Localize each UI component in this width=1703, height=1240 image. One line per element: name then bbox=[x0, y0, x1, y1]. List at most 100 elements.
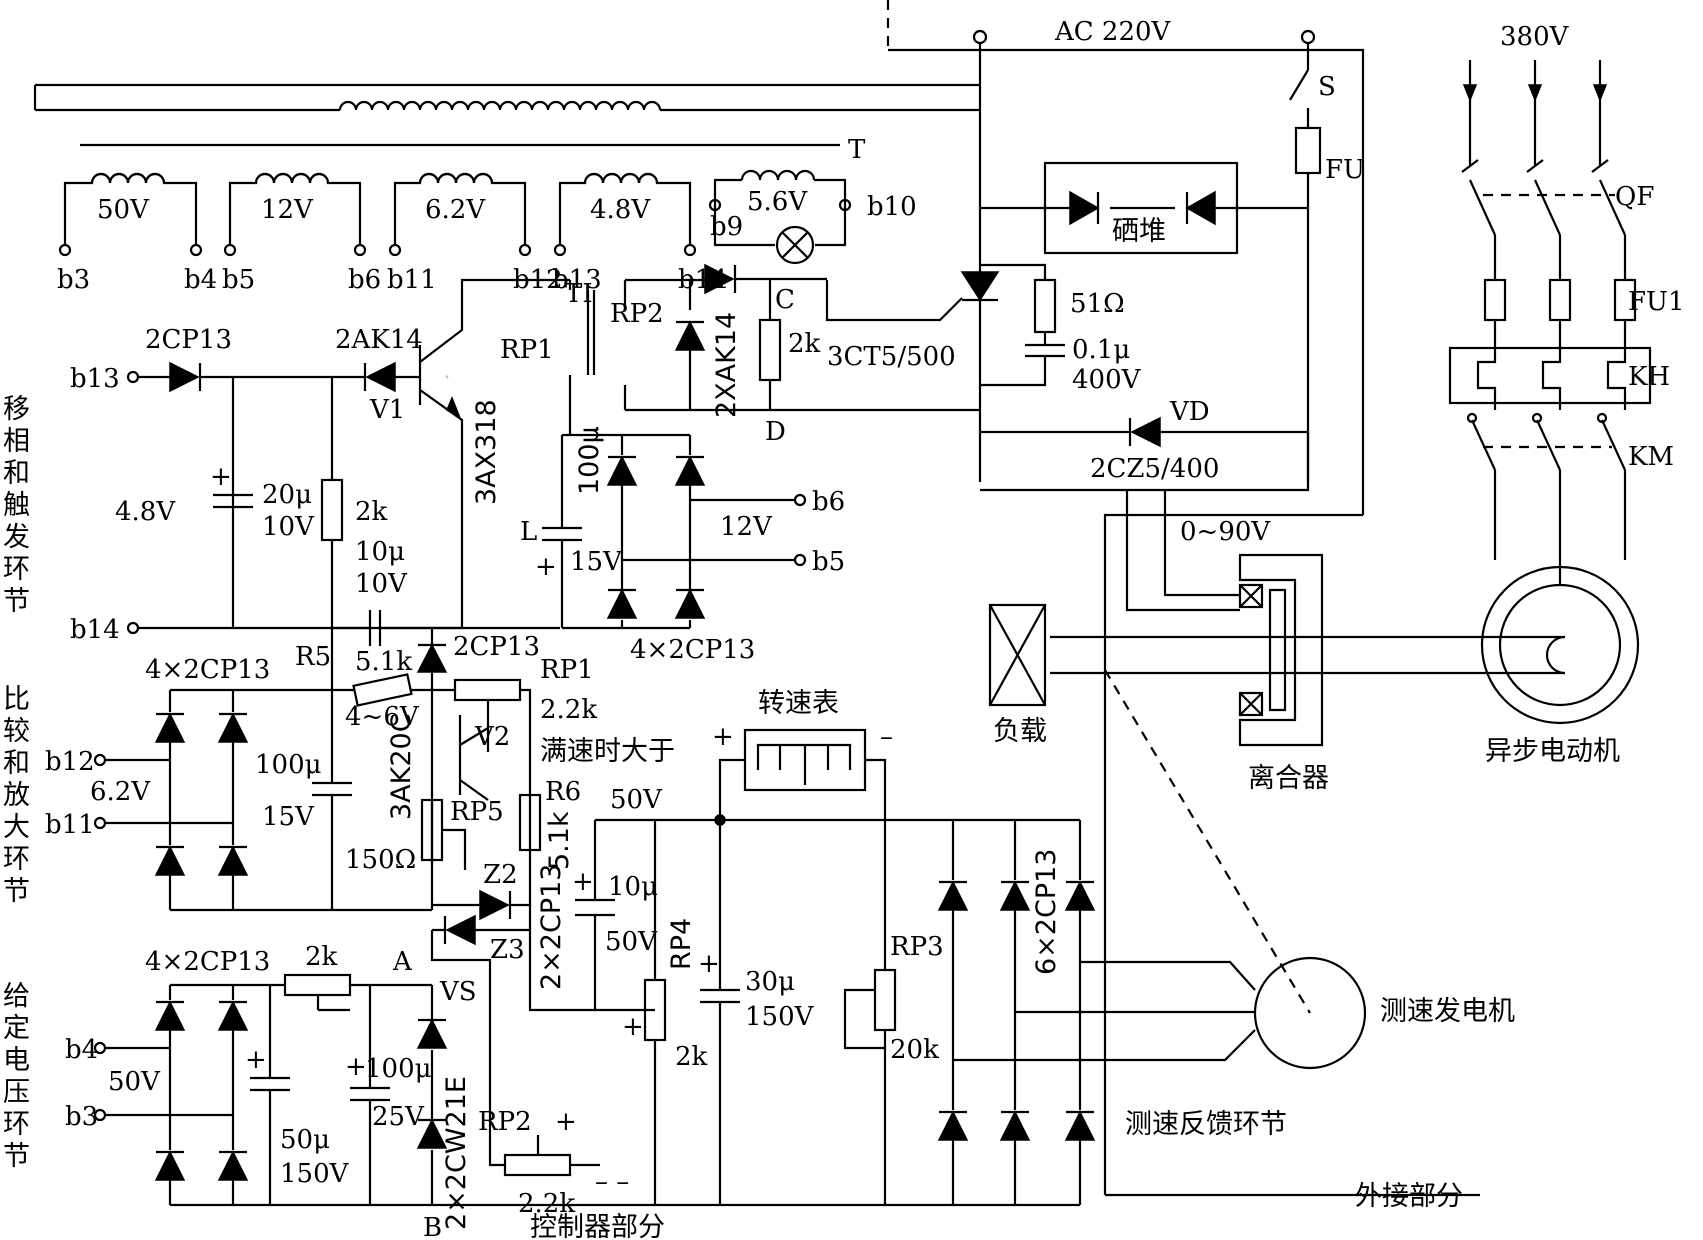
section-label-char: 移 bbox=[3, 394, 30, 425]
snubber-cap-voltage: 400V bbox=[1072, 365, 1142, 395]
r5-voltage: 4~6V bbox=[345, 702, 420, 732]
vd-label: VD bbox=[1169, 397, 1210, 427]
section-label-char: 放 bbox=[3, 780, 30, 811]
terminal-b11: b11 bbox=[45, 810, 95, 840]
cmp-d-label: 2CP13 bbox=[453, 632, 540, 662]
section-label-char: 压 bbox=[3, 1077, 30, 1108]
cmp-c100: 100μ bbox=[255, 750, 322, 780]
meter-plus: + bbox=[712, 722, 734, 752]
cmp-bridge-label: 4×2CP13 bbox=[145, 655, 270, 685]
comparison-amplifier: 4×2CP13 b12 b11 6.2V 100μ 15V R5 5.1k 4~… bbox=[45, 628, 675, 1012]
section-label-char: 电 bbox=[3, 1045, 30, 1076]
full-speed-volt: 50V bbox=[610, 785, 663, 815]
c20-voltage: 10V bbox=[262, 512, 315, 542]
terminal-b14: b14 bbox=[70, 615, 120, 645]
set-v50: 50V bbox=[108, 1067, 161, 1097]
meter-minus: – bbox=[880, 722, 893, 752]
c50-plus: + bbox=[245, 1045, 267, 1075]
section-label-char: 和 bbox=[3, 748, 30, 779]
winding-voltage: 12V bbox=[261, 195, 314, 225]
terminal-label: b5 bbox=[222, 265, 255, 295]
r6-label: R6 bbox=[545, 777, 581, 807]
section-label-char: 和 bbox=[3, 458, 30, 489]
terminal-label: b11 bbox=[387, 265, 437, 295]
section-label-char: 给 bbox=[3, 981, 30, 1012]
c100-voltage: 15V bbox=[570, 547, 623, 577]
v2-label: V2 bbox=[474, 722, 510, 752]
rp2-trig: RP2 bbox=[610, 299, 664, 329]
section-label-char: 节 bbox=[3, 586, 30, 617]
km-label: KM bbox=[1628, 442, 1674, 472]
load-label: 负载 bbox=[993, 716, 1047, 747]
set-r2k: 2k bbox=[305, 942, 338, 972]
fb-loop-label: 测速反馈环节 bbox=[1125, 1109, 1287, 1140]
clutch-label: 离合器 bbox=[1248, 763, 1329, 794]
ti-label: TI bbox=[565, 279, 593, 309]
fb-c30: 30μ bbox=[745, 967, 795, 997]
power-transformer: T bbox=[33, 83, 980, 165]
selenium-stack-label: 硒堆 bbox=[1112, 216, 1166, 247]
snubber-cap: 0.1μ bbox=[1072, 335, 1130, 365]
r2k-label: 2k bbox=[355, 497, 388, 527]
thyristor-type: 3CT5/500 bbox=[827, 342, 956, 372]
c100-trig: 100μ bbox=[574, 426, 605, 495]
c50-label: 50μ bbox=[280, 1125, 330, 1155]
c10-plus: + bbox=[572, 867, 594, 897]
d-in-label: 2CP13 bbox=[145, 325, 232, 355]
terminal-b3: b3 bbox=[65, 1102, 98, 1132]
rp1-cmp-value: 2.2k bbox=[540, 695, 597, 725]
terminal-b5: b5 bbox=[812, 547, 845, 577]
terminal-label: b9 bbox=[710, 212, 743, 242]
secondary-winding: 50V b3 b4 bbox=[57, 172, 217, 295]
trigger-section: b13 2CP13 2AK14 V1 3AX318 + 20μ 10V 4.8V… bbox=[70, 263, 980, 665]
ac-supply: AC 220V S FU bbox=[886, 0, 1365, 515]
r6-value: 5.1k bbox=[544, 811, 575, 870]
terminal-label: b4 bbox=[184, 265, 217, 295]
z-type: 2×2CP13 bbox=[536, 864, 567, 990]
rp5-label: RP5 bbox=[450, 797, 504, 827]
motor-section: 380V QF FU1 KH KM 异步电动机 离合器 bbox=[988, 22, 1685, 1212]
section-label-char: 节 bbox=[3, 1141, 30, 1172]
section-label-char: 环 bbox=[3, 844, 30, 875]
ac-label: AC 220V bbox=[1054, 17, 1172, 47]
minus-signs: – – bbox=[595, 1167, 629, 1197]
fb-c30v: 150V bbox=[745, 1002, 815, 1032]
r5-value: 5.1k bbox=[355, 647, 412, 677]
terminal-label: b3 bbox=[57, 265, 90, 295]
full-speed-note: 满速时大于 bbox=[540, 736, 675, 767]
transformer-label: T bbox=[848, 135, 866, 165]
snubber-resistor: 51Ω bbox=[1070, 289, 1125, 319]
d-v1-label: 2AK14 bbox=[335, 325, 423, 355]
z2-label: Z2 bbox=[483, 860, 518, 890]
fu1-label: FU1 bbox=[1628, 287, 1685, 317]
rp3-value: 20k bbox=[890, 1035, 939, 1065]
fb-bridge: 6×2CP13 bbox=[1031, 849, 1062, 975]
rp4-plus: + bbox=[622, 1012, 644, 1042]
v12-label: 12V bbox=[720, 512, 773, 542]
clutch-voltage: 0~90V bbox=[1180, 517, 1271, 547]
fuse-label: FU bbox=[1325, 155, 1365, 185]
rp2-set-value: 2.2k bbox=[518, 1189, 575, 1219]
rp4-value: 2k bbox=[675, 1042, 708, 1072]
section-label-char: 大 bbox=[3, 812, 30, 843]
terminal-b13: b13 bbox=[70, 364, 120, 394]
terminal-label: b10 bbox=[867, 192, 917, 222]
external-label: 外接部分 bbox=[1355, 1181, 1463, 1212]
c10-voltage: 10V bbox=[355, 569, 408, 599]
c100-plus: + bbox=[535, 552, 557, 582]
point-d: D bbox=[765, 417, 786, 447]
section-label-char: 环 bbox=[3, 1109, 30, 1140]
winding-voltage: 50V bbox=[97, 195, 150, 225]
fb-c10v: 50V bbox=[605, 927, 658, 957]
motor-label: 异步电动机 bbox=[1485, 736, 1620, 767]
d-c-label: 2XAK14 bbox=[711, 312, 742, 418]
v62-label: 6.2V bbox=[90, 777, 151, 807]
fb-c10: 10μ bbox=[608, 872, 658, 902]
thyristor-section: 51Ω 0.1μ 400V 3CT5/500 VD 2CZ5/400 0~90V bbox=[825, 263, 1363, 1195]
zener-type: 2×2CW21E bbox=[441, 1076, 472, 1230]
indicator-lamp-icon bbox=[775, 225, 815, 265]
